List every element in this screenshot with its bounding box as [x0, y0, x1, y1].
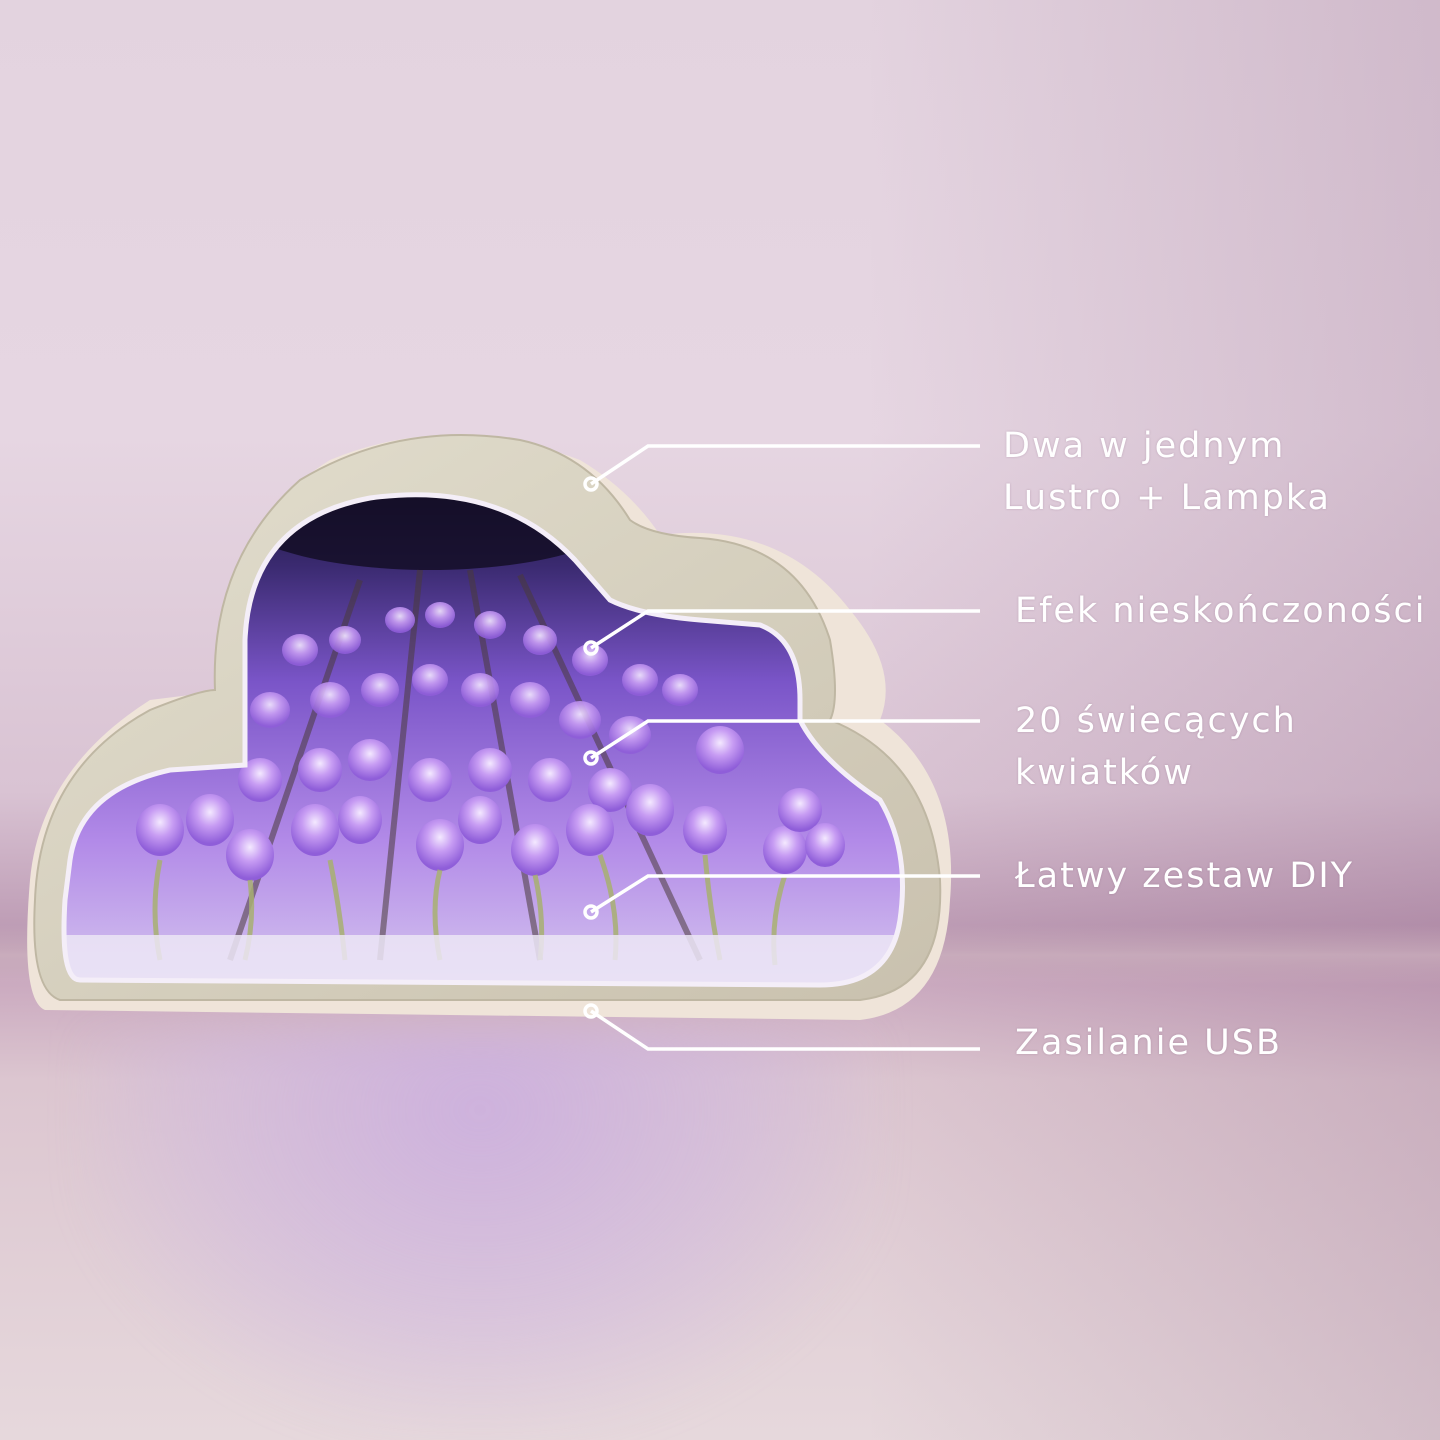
- callout-text: Dwa w jednym: [1003, 426, 1286, 466]
- callout-line-two-in-one: [590, 444, 980, 486]
- callout-text: Efek nieskończoności: [1015, 591, 1427, 631]
- tulips: [136, 602, 845, 881]
- callout-line-infinity: [590, 609, 980, 650]
- callout-dot-icon: [583, 904, 599, 920]
- callout-lines: [590, 444, 980, 1051]
- mirror-rim: [61, 492, 905, 988]
- callout-infinity-effect: Efek nieskończoności: [1015, 585, 1426, 637]
- callout-line-flowers: [590, 719, 980, 760]
- callout-diy-kit: Łatwy zestaw DIY: [1015, 850, 1354, 902]
- callout-text: kwiatków: [1015, 753, 1194, 793]
- lamp-reflection: [80, 1030, 880, 1430]
- callout-dot-icon: [583, 750, 599, 766]
- callout-text: Zasilanie USB: [1015, 1023, 1282, 1063]
- callout-dots: [583, 476, 599, 1019]
- callout-glowing-flowers: 20 świecących kwiatków: [1015, 695, 1297, 799]
- callout-text: Lustro + Lampka: [1003, 478, 1331, 518]
- callout-text: Łatwy zestaw DIY: [1015, 856, 1355, 896]
- callout-line-diy: [590, 874, 980, 914]
- callout-dot-icon: [583, 476, 599, 492]
- callout-dot-icon: [583, 1003, 599, 1019]
- callout-line-usb: [590, 1009, 980, 1051]
- callout-two-in-one: Dwa w jednym Lustro + Lampka: [1003, 420, 1331, 524]
- callout-usb-power: Zasilanie USB: [1015, 1017, 1282, 1069]
- callout-dot-icon: [583, 640, 599, 656]
- callout-text: 20 świecących: [1015, 701, 1297, 741]
